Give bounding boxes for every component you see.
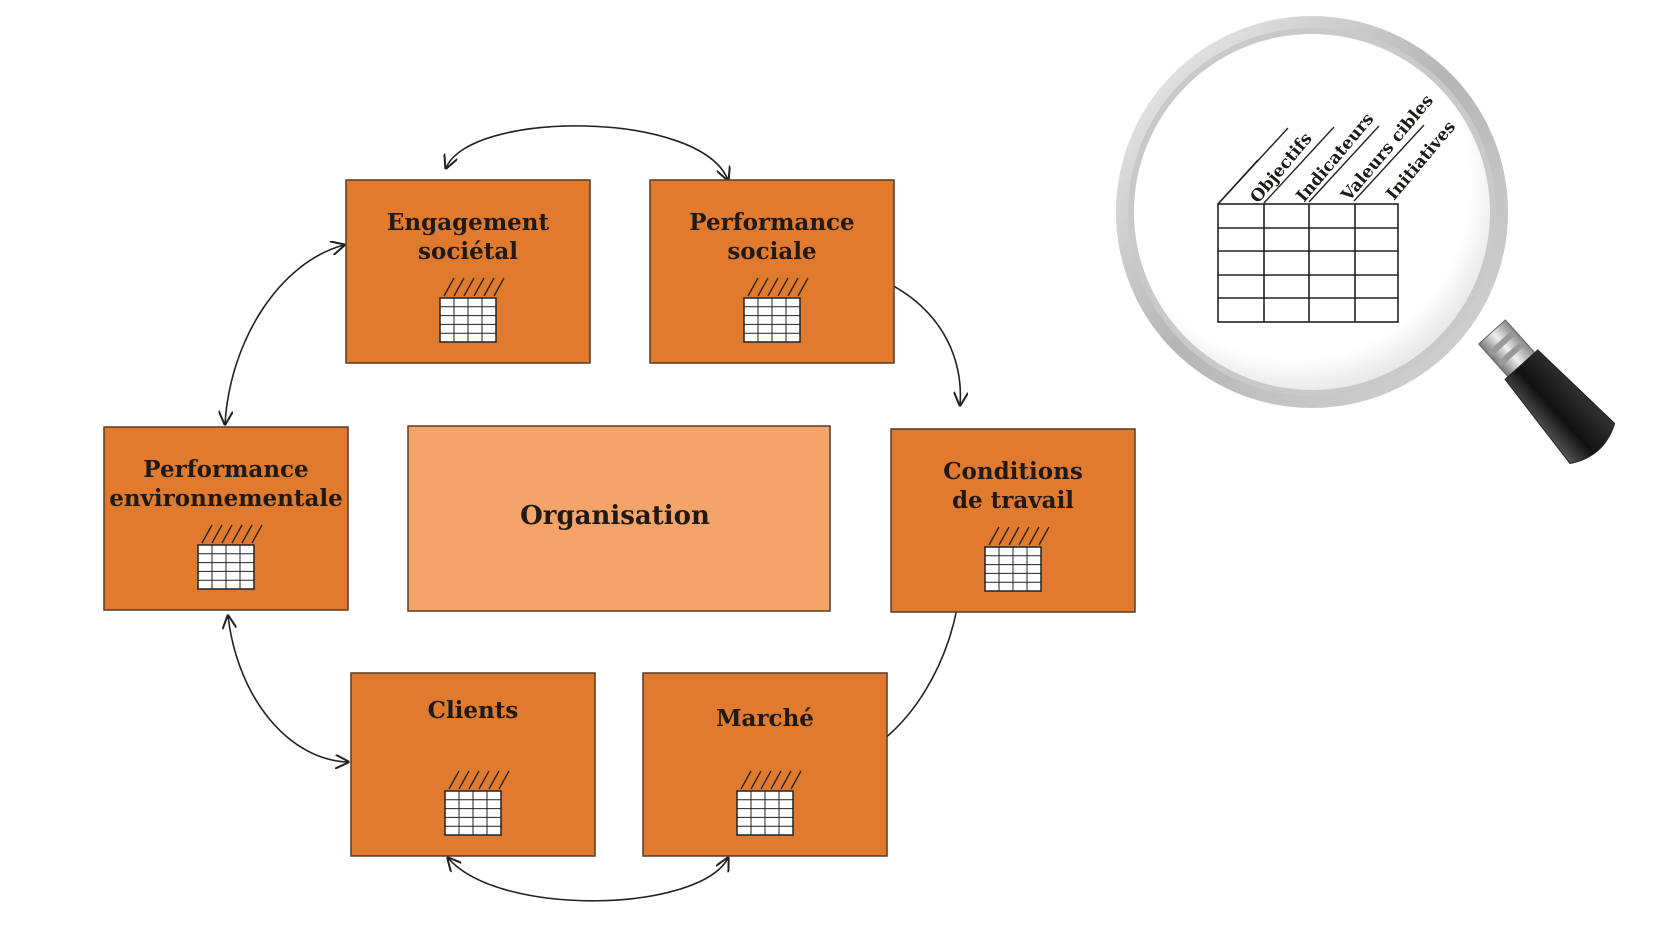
- box-label-clients: Clients: [428, 697, 519, 724]
- center-box: Organisation: [407, 425, 831, 612]
- box-clients: Clients: [350, 672, 596, 857]
- center-label: Organisation: [520, 501, 710, 531]
- table-icon: [743, 277, 809, 343]
- arrow-clients-marche: [448, 858, 728, 902]
- box-label-sociale: sociale: [727, 238, 816, 265]
- table-icon: [444, 770, 510, 836]
- lens-table: [1217, 159, 1399, 323]
- box-label-travail: Conditions: [943, 458, 1083, 485]
- box-label-environnement: environnementale: [109, 485, 343, 512]
- table-icon: [197, 524, 263, 590]
- table-icon: [439, 277, 505, 343]
- arrow-engagement-sociale: [446, 125, 728, 180]
- box-marche: Marché: [642, 672, 888, 857]
- box-label-marche: Marché: [716, 705, 814, 732]
- box-label-environnement: Performance: [143, 456, 308, 483]
- box-label-engagement: Engagement: [387, 209, 550, 236]
- outer-boxes: EngagementsociétalPerformancesocialeCond…: [103, 179, 1136, 857]
- arrow-environnement-engagement: [225, 245, 344, 424]
- table-icon: [984, 526, 1050, 592]
- arrow-environnement-clients: [228, 616, 348, 762]
- table-icon: [736, 770, 802, 836]
- box-label-sociale: Performance: [689, 209, 854, 236]
- box-label-travail: de travail: [952, 487, 1074, 514]
- box-label-engagement: sociétal: [418, 238, 518, 265]
